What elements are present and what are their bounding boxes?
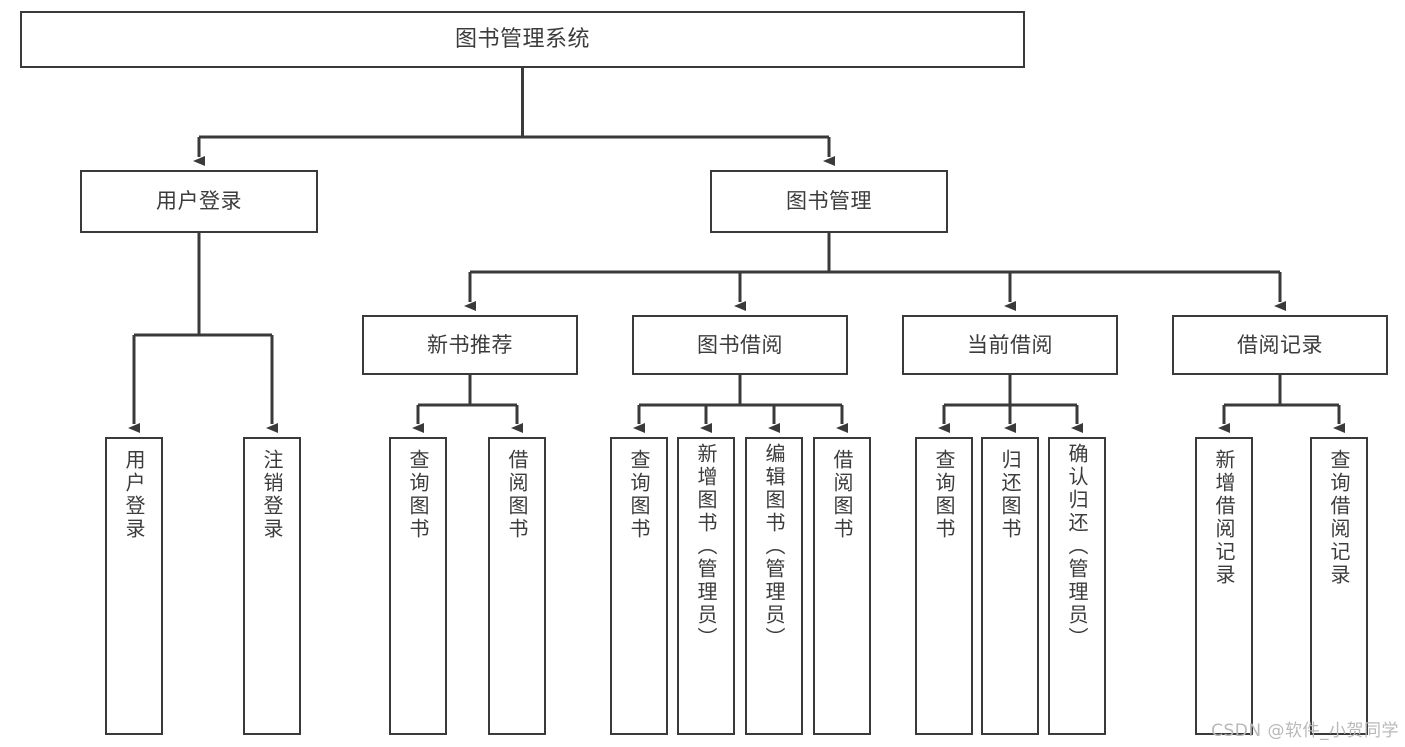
node-new-book-recommend[interactable]: 新书推荐 (362, 315, 578, 375)
node-leaf-borrow-book-2[interactable]: 借阅图书 (813, 437, 871, 735)
node-leaf-query-record[interactable]: 查询借阅记录 (1310, 437, 1368, 735)
node-leaf-confirm-return[interactable]: 确认归还（管理员） (1048, 437, 1106, 735)
node-book-borrow[interactable]: 图书借阅 (632, 315, 848, 375)
node-leaf-add-record[interactable]: 新增借阅记录 (1195, 437, 1253, 735)
node-leaf-query-book-2[interactable]: 查询图书 (610, 437, 668, 735)
node-root[interactable]: 图书管理系统 (20, 11, 1025, 68)
node-leaf-user-login[interactable]: 用户登录 (105, 437, 163, 735)
node-leaf-user-logout[interactable]: 注销登录 (243, 437, 301, 735)
node-leaf-add-book[interactable]: 新增图书（管理员） (677, 437, 735, 735)
node-leaf-return-book[interactable]: 归还图书 (981, 437, 1039, 735)
node-leaf-query-book-1[interactable]: 查询图书 (389, 437, 447, 735)
node-borrow-record[interactable]: 借阅记录 (1172, 315, 1388, 375)
node-leaf-query-book-3[interactable]: 查询图书 (915, 437, 973, 735)
node-current-borrow[interactable]: 当前借阅 (902, 315, 1118, 375)
node-leaf-edit-book[interactable]: 编辑图书（管理员） (745, 437, 803, 735)
node-user-login[interactable]: 用户登录 (80, 170, 318, 233)
watermark-label: CSDN @软件_小贺同学 (1211, 721, 1399, 741)
node-book-manage[interactable]: 图书管理 (710, 170, 948, 233)
node-leaf-borrow-book-1[interactable]: 借阅图书 (488, 437, 546, 735)
